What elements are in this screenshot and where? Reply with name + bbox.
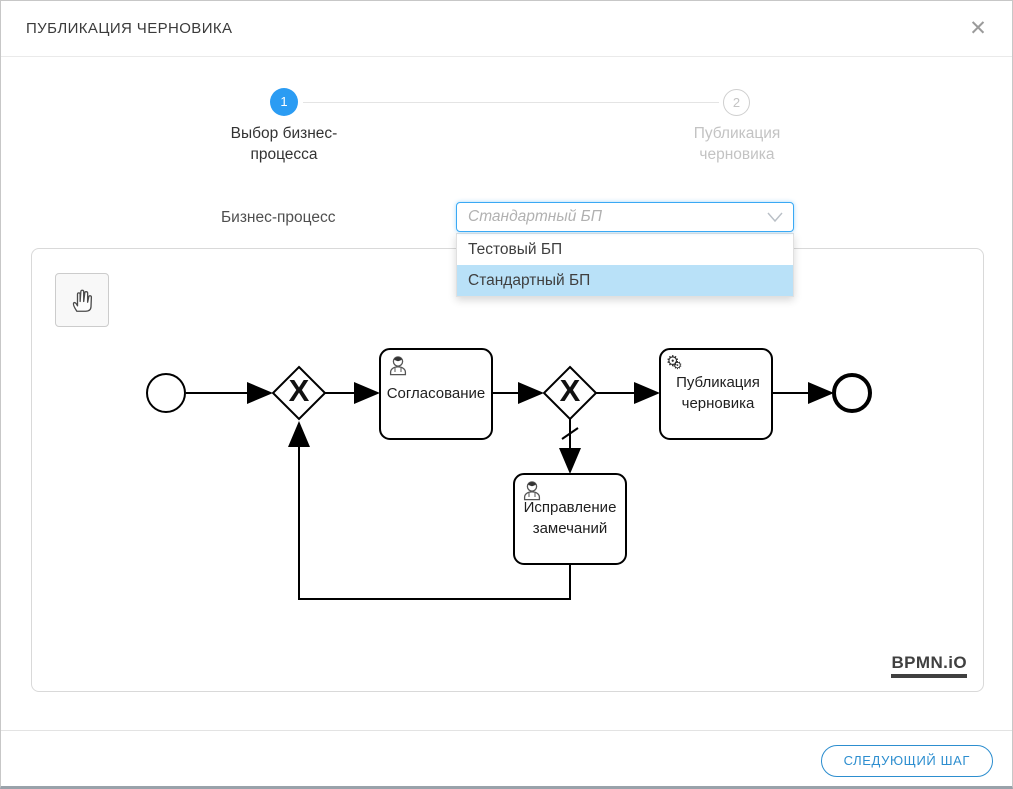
gateway-1 — [271, 365, 327, 421]
option-test-bp[interactable]: Тестовый БП — [468, 241, 563, 258]
start-event — [146, 373, 186, 413]
dialog-title: ПУБЛИКАЦИЯ ЧЕРНОВИКА — [26, 20, 233, 37]
hand-icon — [72, 289, 93, 312]
select-value: Стандартный БП — [468, 208, 602, 225]
bpmn-diagram — [146, 348, 872, 600]
next-step-button[interactable]: СЛЕДУЮЩИЙ ШАГ — [820, 745, 993, 777]
step-2-label: Публикация черновика — [693, 125, 781, 163]
close-icon[interactable]: ✕ — [969, 17, 987, 40]
gateway-2 — [542, 365, 598, 421]
bpmn-io-logo: BPMN.iO — [891, 653, 967, 678]
end-event — [832, 373, 872, 413]
step-1-indicator: 1 — [270, 88, 298, 116]
user-task-icon — [389, 356, 407, 376]
task-ispravlenie — [513, 473, 627, 565]
business-process-dropdown: Тестовый БП Стандартный БП — [456, 233, 794, 297]
gateway-1-symbol: X — [288, 373, 310, 408]
gateway-2-symbol: X — [559, 373, 581, 408]
task-soglasovanie — [379, 348, 493, 440]
task-label-ispravlenie: Исправление замечаний — [523, 499, 617, 537]
chevron-down-icon — [767, 212, 783, 223]
business-process-label: Бизнес-процесс — [221, 209, 336, 226]
task-label-publikacia: Публикация черновика — [676, 374, 760, 412]
bpmn-canvas[interactable]: ⚙⚙ X X Согласование Публикация черновика… — [31, 248, 984, 692]
service-task-icon: ⚙⚙ — [666, 353, 682, 372]
hand-tool-button[interactable] — [55, 273, 109, 327]
footer-divider — [1, 730, 1012, 731]
user-task-icon — [523, 481, 541, 501]
step-1-label: Выбор бизнес-процесса — [230, 125, 338, 163]
task-label-soglasovanie: Согласование — [386, 385, 486, 402]
dialog-header: ПУБЛИКАЦИЯ ЧЕРНОВИКА ✕ — [1, 1, 1012, 57]
option-standard-bp[interactable]: Стандартный БП — [457, 265, 793, 296]
business-process-select[interactable]: Стандартный БП — [456, 202, 794, 232]
task-publikacia — [659, 348, 773, 440]
step-2-indicator: 2 — [723, 89, 750, 116]
stepper-connector — [303, 102, 719, 103]
